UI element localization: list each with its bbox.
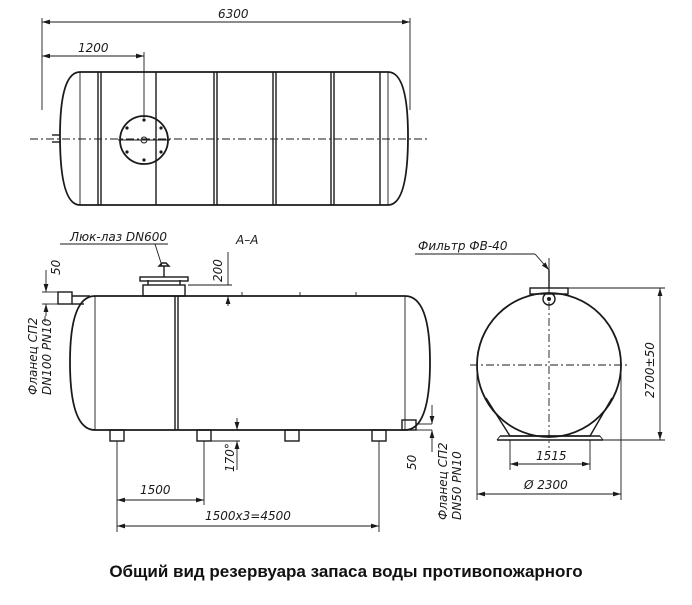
label-filter: Фильтр ФВ-40	[418, 239, 508, 253]
dim-diameter: Ø 2300	[523, 478, 568, 492]
label-flange-bot-2: DN50 PN10	[450, 451, 464, 520]
manhole-side	[139, 262, 189, 297]
nozzle-bottom-right	[401, 419, 432, 431]
stiffener-rings	[97, 72, 381, 205]
top-view: 6300 1200	[30, 7, 430, 206]
label-section: А–А	[235, 233, 258, 247]
label-flange-bot-1: Фланец СП2	[436, 442, 450, 520]
dim-manhole-offset: 1200	[78, 41, 109, 55]
supports	[109, 429, 387, 442]
dim-height: 2700±50	[643, 342, 657, 398]
dim-overall-length: 6300	[218, 7, 249, 21]
dim-support-total: 1500х3=4500	[205, 509, 291, 523]
label-flange-top-1: Фланец СП2	[26, 317, 40, 395]
dim-support-width: 1515	[536, 449, 567, 463]
tank-drawing: 6300 1200	[26, 7, 665, 532]
figure-caption: Общий вид резервуара запаса воды противо…	[109, 562, 583, 581]
side-view: 200 50 Люк-лаз DN600 А–А Фланец СП2 DN10…	[26, 230, 464, 532]
dim-bottom-nozzle: 50	[405, 454, 419, 470]
manhole-plan	[118, 115, 170, 165]
dim-support-pitch: 1500	[140, 483, 171, 497]
label-manhole: Люк-лаз DN600	[69, 230, 167, 244]
dim-manhole-height: 200	[211, 259, 225, 282]
end-view: Фильтр ФВ-40 2700±50 1515 Ø 2300	[415, 239, 665, 500]
dim-angle: 170°	[223, 443, 237, 472]
label-flange-top-2: DN100 PN10	[40, 318, 54, 395]
dim-top-nozzle: 50	[49, 259, 63, 275]
